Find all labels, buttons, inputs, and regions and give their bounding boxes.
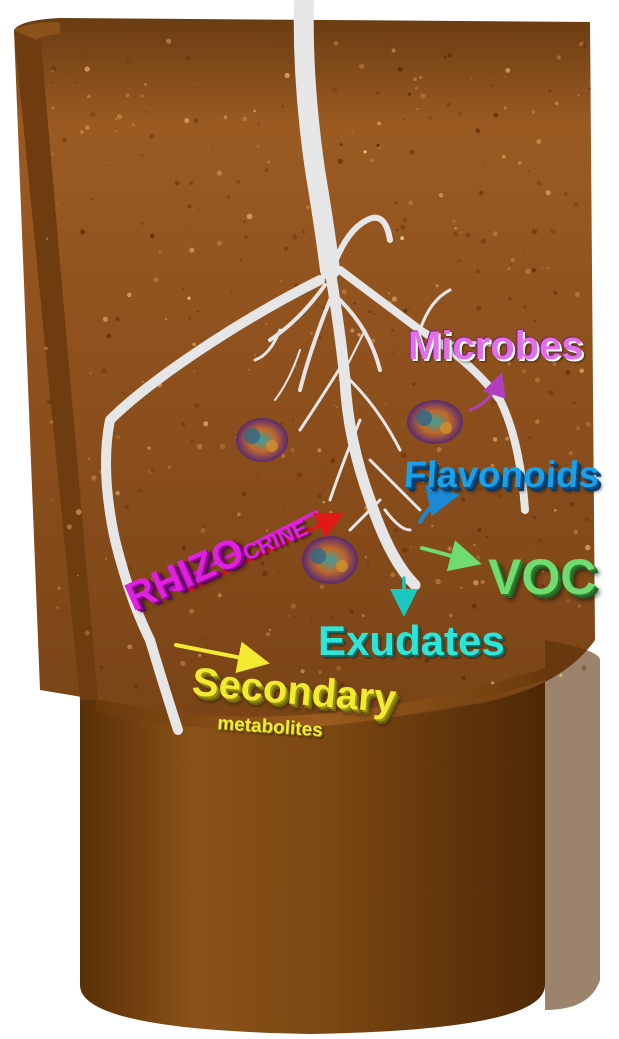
- microbe-cluster-icon: [407, 400, 463, 444]
- microbe-cluster-icon: [236, 418, 288, 462]
- voc-label: VOC: [488, 552, 596, 602]
- microbes-label: Microbes: [408, 326, 584, 366]
- exudates-label: Exudates: [318, 620, 505, 662]
- flavonoids-label: Flavonoids: [403, 456, 601, 493]
- microbe-cluster-icon: [302, 536, 358, 584]
